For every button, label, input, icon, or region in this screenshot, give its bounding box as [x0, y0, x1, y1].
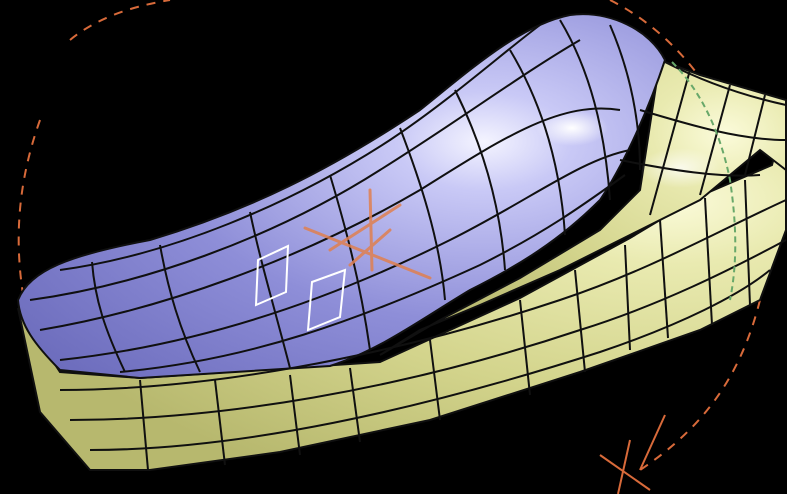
inner-surface[interactable] [16, 13, 667, 380]
mesh-grid-outer [59, 61, 787, 471]
selection-box [306, 268, 347, 332]
selection-box [254, 244, 290, 307]
compass-marker[interactable] [303, 188, 432, 280]
specular-highlight [536, 110, 608, 146]
mesh-grid-inner [29, 19, 641, 373]
axis-glyph [599, 414, 666, 494]
selection-boxes[interactable] [254, 244, 347, 332]
boundary-curve[interactable] [671, 61, 737, 301]
right-wall-surface[interactable] [379, 58, 787, 356]
